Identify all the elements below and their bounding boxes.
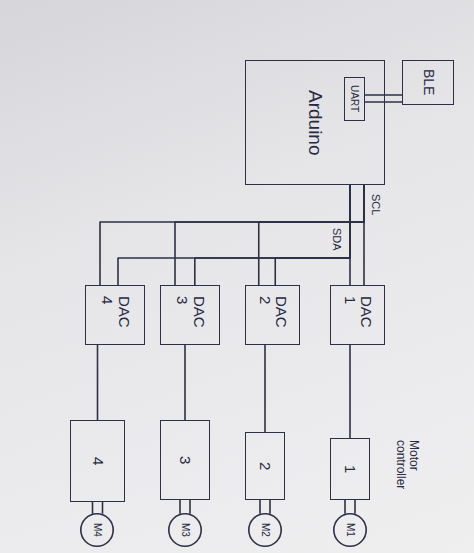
node-text: M1 [345, 523, 356, 537]
node-text: 3 [177, 456, 194, 464]
wire [189, 500, 191, 514]
wire [97, 345, 99, 420]
node-text: DAC 2 [256, 296, 289, 334]
dac-box: DAC 1 [330, 285, 385, 345]
wire [179, 500, 181, 514]
node-text: UART [349, 85, 360, 112]
wire [363, 185, 365, 285]
wire [264, 345, 266, 432]
motor-controller-box: 1 [330, 438, 370, 500]
callout-label: Motor controller [394, 440, 420, 498]
wire [349, 185, 351, 285]
node-text: DAC 1 [341, 296, 374, 334]
node-text: DAC 3 [174, 296, 207, 334]
wire [349, 345, 351, 438]
wire [365, 94, 402, 96]
arduino-box: Arduino UART [245, 60, 385, 185]
wire [259, 185, 364, 285]
signal-name: SDA [331, 228, 343, 251]
wire [354, 500, 356, 514]
wire [195, 185, 350, 285]
motor-controller-box: 2 [245, 432, 285, 500]
dac-box: DAC 2 [245, 285, 300, 345]
node-text: M3 [180, 523, 191, 537]
node-text: 2 [257, 462, 274, 470]
motor-circle: M4 [80, 513, 114, 547]
node-text: BLE [420, 69, 435, 95]
motor-circle: M1 [333, 513, 367, 547]
motor-controller-box: 4 [70, 420, 125, 502]
wire [184, 345, 186, 420]
motor-circle: M2 [248, 513, 282, 547]
wire [365, 101, 402, 103]
wire [269, 500, 271, 514]
ble-module-box: BLE [402, 60, 454, 105]
node-text: M4 [92, 523, 103, 537]
node-text: 1 [342, 465, 359, 473]
dac-box: DAC 4 [85, 285, 145, 345]
uart-box: UART [344, 77, 365, 121]
node-text: Arduino [305, 90, 326, 156]
dac-box: DAC 3 [160, 285, 220, 345]
wire [275, 185, 350, 285]
wire [118, 185, 350, 285]
signal-name: SCL [370, 194, 382, 215]
wire [102, 502, 104, 514]
motor-controller-box: 3 [160, 420, 210, 500]
wire [100, 185, 364, 285]
node-text: M2 [260, 523, 271, 537]
motor-circle: M3 [168, 513, 202, 547]
wire [175, 185, 364, 285]
wire [92, 502, 94, 514]
wire [259, 500, 261, 514]
node-text: 4 [89, 457, 106, 465]
wire [344, 500, 346, 514]
node-text: DAC 4 [99, 296, 132, 334]
